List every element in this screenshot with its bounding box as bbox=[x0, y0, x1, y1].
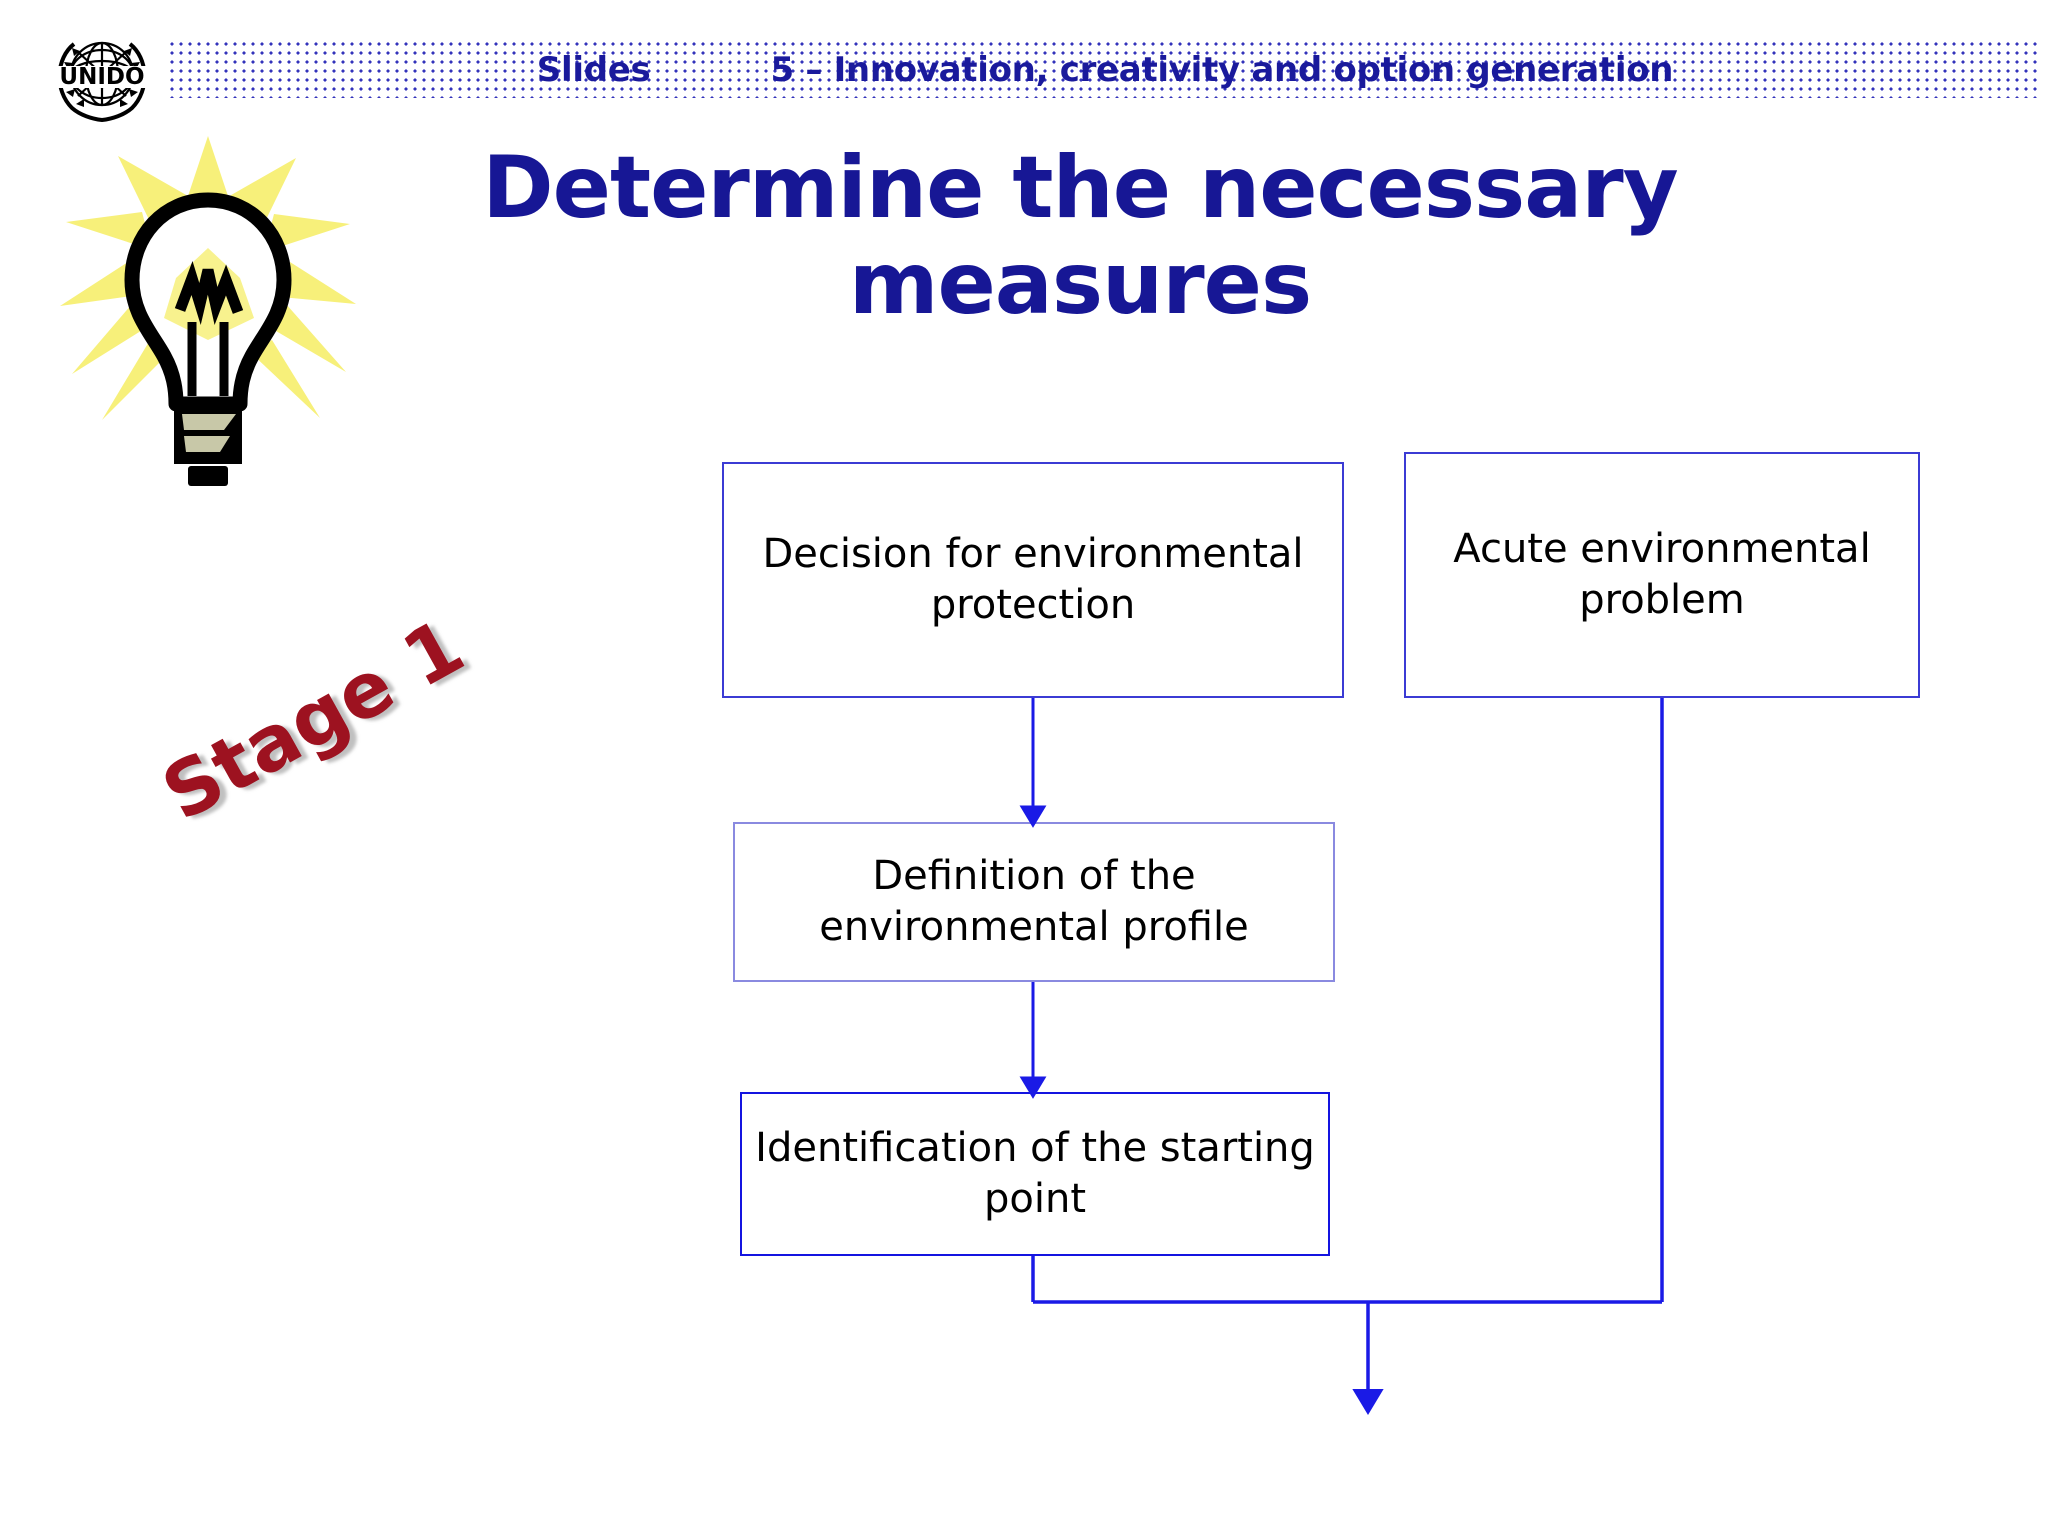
stage-label: Stage 1 bbox=[148, 601, 478, 838]
unido-wordmark: UNIDO bbox=[59, 64, 144, 90]
flow-box-acute-problem[interactable]: Acute environmental problem bbox=[1404, 452, 1920, 698]
header-left-label: Slides bbox=[536, 50, 651, 90]
slide-header-bar: Slides 5 – Innovation, creativity and op… bbox=[170, 42, 2040, 98]
flow-box-starting-point-label: Identification of the starting point bbox=[755, 1124, 1315, 1222]
flow-box-acute-problem-label: Acute environmental problem bbox=[1453, 525, 1871, 623]
flow-box-starting-point[interactable]: Identification of the starting point bbox=[740, 1092, 1330, 1256]
flow-box-decision[interactable]: Decision for environmental protection bbox=[722, 462, 1344, 698]
lightbulb-idea-icon bbox=[58, 128, 358, 518]
flow-box-environmental-profile-label: Definition of the environmental profile bbox=[819, 852, 1249, 950]
header-right-label: 5 – Innovation, creativity and option ge… bbox=[770, 50, 1674, 90]
page-title: Determine the necessary measures bbox=[482, 138, 1679, 335]
flow-box-environmental-profile[interactable]: Definition of the environmental profile bbox=[733, 822, 1335, 982]
unido-logo: UNIDO bbox=[44, 22, 160, 126]
flow-box-decision-label: Decision for environmental protection bbox=[762, 530, 1304, 628]
